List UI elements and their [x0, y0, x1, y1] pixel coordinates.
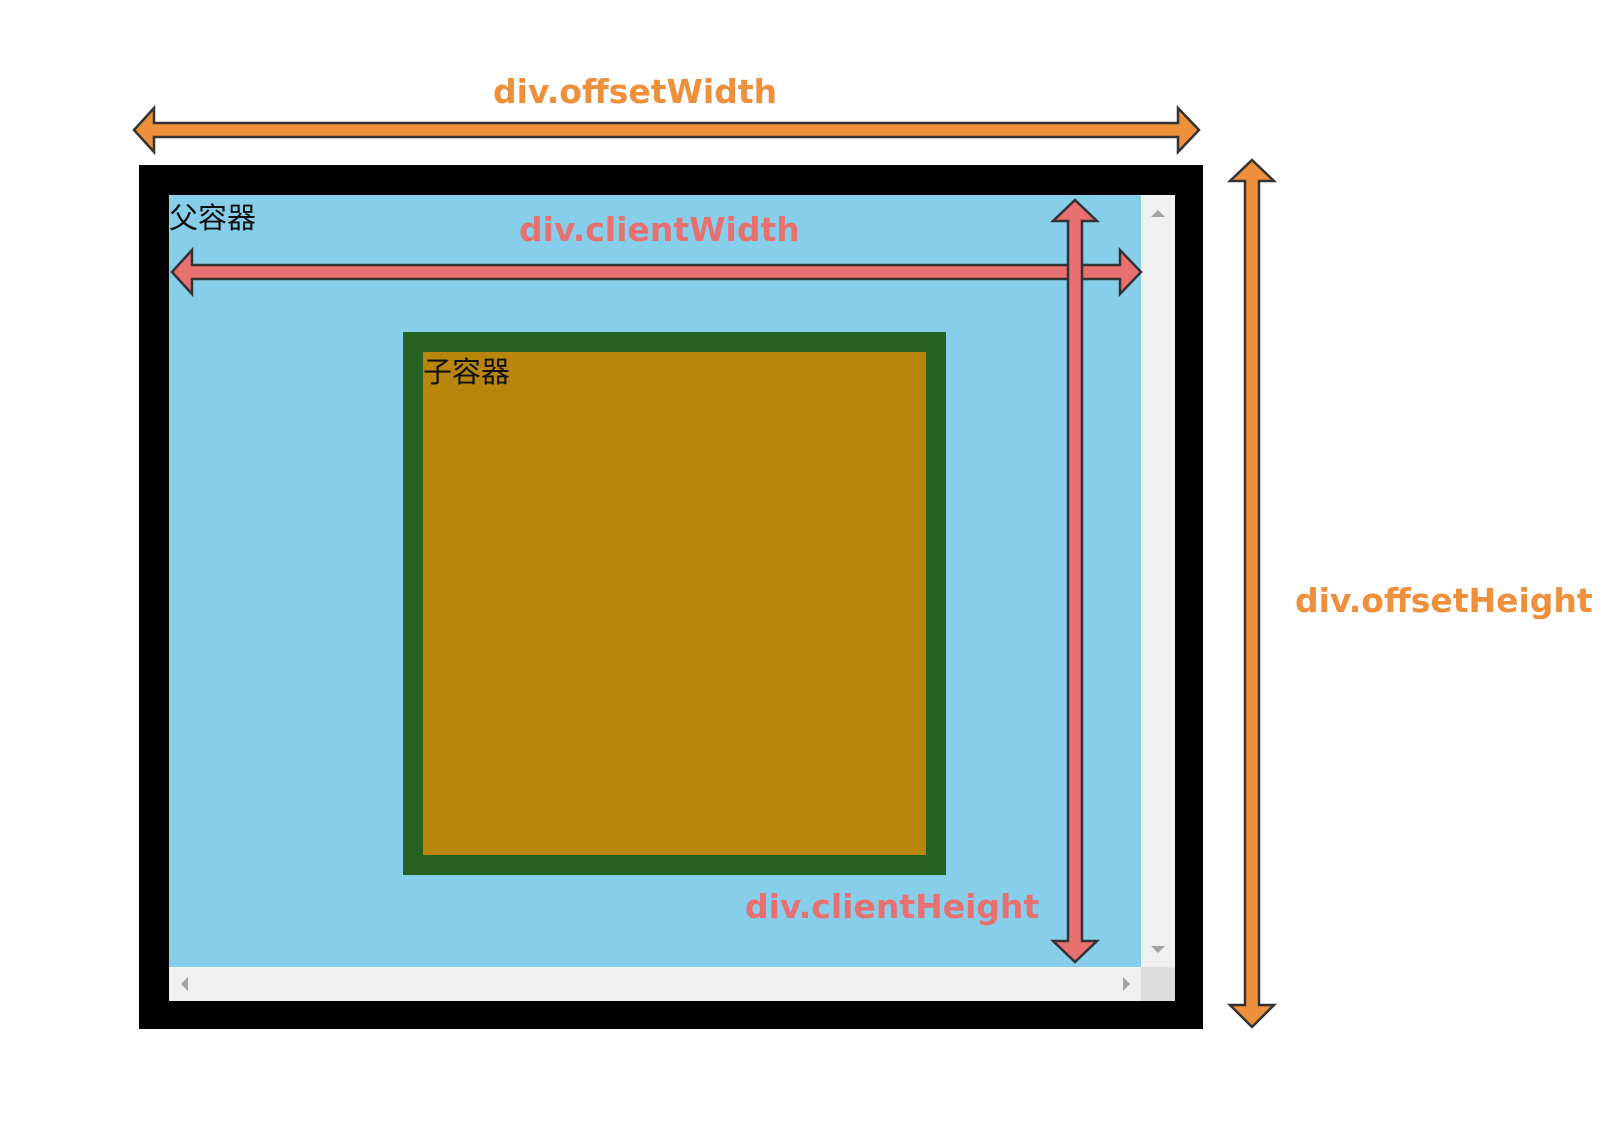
horizontal-scrollbar[interactable]	[169, 967, 1141, 1001]
parent-container-label: 父容器	[169, 201, 257, 235]
scrollbar-corner	[1141, 967, 1175, 1001]
vertical-scrollbar[interactable]	[1141, 195, 1175, 967]
scroll-down-arrow-icon[interactable]	[1151, 946, 1165, 953]
scroll-up-arrow-icon[interactable]	[1151, 210, 1165, 217]
child-container	[403, 332, 946, 875]
client-width-arrow	[170, 246, 1143, 298]
child-container-label: 子容器	[423, 355, 511, 389]
client-height-label: div.clientHeight	[745, 887, 1040, 926]
scroll-right-arrow-icon[interactable]	[1123, 977, 1130, 991]
client-height-arrow	[1049, 198, 1101, 964]
scroll-left-arrow-icon[interactable]	[181, 977, 188, 991]
offset-width-arrow	[132, 104, 1201, 156]
offset-width-label: div.offsetWidth	[493, 72, 778, 111]
client-width-label: div.clientWidth	[519, 210, 800, 249]
offset-height-label: div.offsetHeight	[1295, 581, 1593, 620]
offset-height-arrow	[1226, 158, 1278, 1029]
